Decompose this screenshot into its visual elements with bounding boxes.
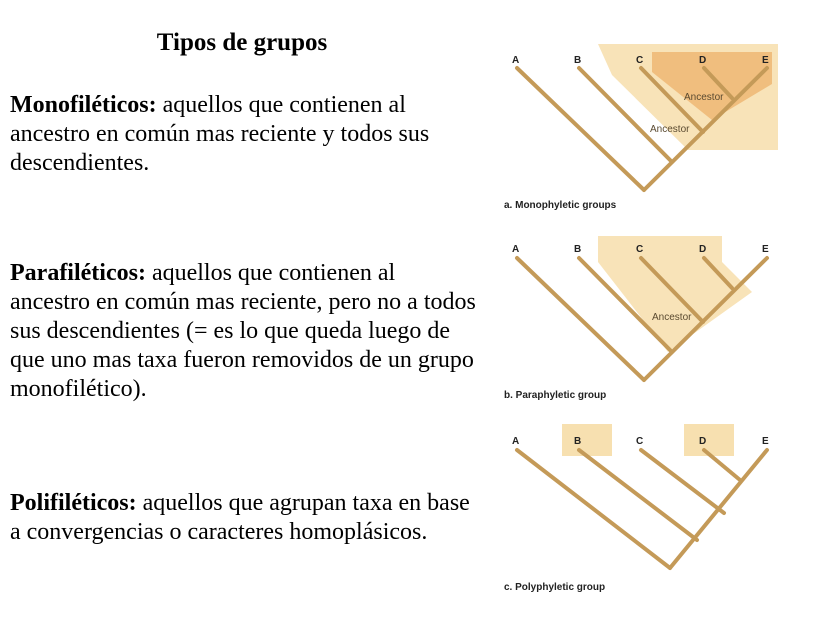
highlight-taxon-d <box>684 424 734 456</box>
paraphyletic-definition: Parafiléticos: aquellos que contienen al… <box>10 259 480 404</box>
taxon-label: B <box>574 55 581 66</box>
taxon-label: A <box>512 244 519 255</box>
taxon-label: E <box>762 244 769 255</box>
branch-d <box>702 448 742 482</box>
branch-d <box>702 256 734 290</box>
branch-b <box>577 256 674 354</box>
branch-b <box>577 66 674 164</box>
term-polyphyletic: Polifiléticos: <box>10 490 137 516</box>
branch-a <box>515 66 646 192</box>
taxon-label: B <box>574 244 581 255</box>
taxon-label: C <box>636 244 643 255</box>
taxon-label: E <box>762 436 769 447</box>
branch-c <box>639 448 726 515</box>
diagram-caption: a. Monophyletic groups <box>504 200 617 211</box>
term-paraphyletic: Parafiléticos: <box>10 260 146 286</box>
monophyletic-definition: Monofiléticos: aquellos que contienen al… <box>10 91 480 178</box>
branch-c <box>639 66 705 134</box>
highlight-taxon-b <box>562 424 612 456</box>
term-monophyletic: Monofiléticos: <box>10 92 157 118</box>
cladogram-polyphyletic: A B C D E c. Polyphyletic group <box>504 424 769 593</box>
text-monophyletic: aquellos que contienen al ancestro en co… <box>10 92 430 176</box>
polyphyletic-definition: Polifiléticos: aquellos que agrupan taxa… <box>10 489 480 547</box>
ancestor-label: Ancestor <box>650 124 690 135</box>
diagram-caption: c. Polyphyletic group <box>504 582 605 593</box>
highlight-inner-clade <box>652 52 772 120</box>
taxon-label: C <box>636 436 643 447</box>
taxon-label: D <box>699 436 706 447</box>
ancestor-label: Ancestor <box>652 312 692 323</box>
taxon-label: D <box>699 244 706 255</box>
branch-b <box>577 448 699 542</box>
text-paraphyletic: aquellos que contienen al ancestro en co… <box>10 260 476 402</box>
branch-a <box>515 256 646 382</box>
taxon-label: A <box>512 55 519 66</box>
taxon-label: E <box>762 55 769 66</box>
page-title: Tipos de grupos <box>156 29 328 56</box>
taxon-label: A <box>512 436 519 447</box>
branch-c <box>639 256 705 324</box>
branch-d <box>702 66 734 100</box>
branch-e-spine <box>642 66 769 192</box>
ancestor-label: Ancestor <box>684 92 724 103</box>
cladogram-paraphyletic: A B C D E Ancestor b. Paraphyletic group <box>504 236 769 401</box>
branch-a <box>515 448 672 570</box>
text-polyphyletic: aquellos que agrupan taxa en base a conv… <box>10 490 470 545</box>
taxon-label: D <box>699 55 706 66</box>
taxon-label: C <box>636 55 643 66</box>
taxon-label: B <box>574 436 581 447</box>
cladogram-monophyletic: A B C D E Ancestor Ancestor a. Monophyle… <box>504 44 778 211</box>
diagram-caption: b. Paraphyletic group <box>504 390 606 401</box>
branch-e-spine <box>642 256 769 382</box>
branch-e-spine <box>668 448 769 570</box>
